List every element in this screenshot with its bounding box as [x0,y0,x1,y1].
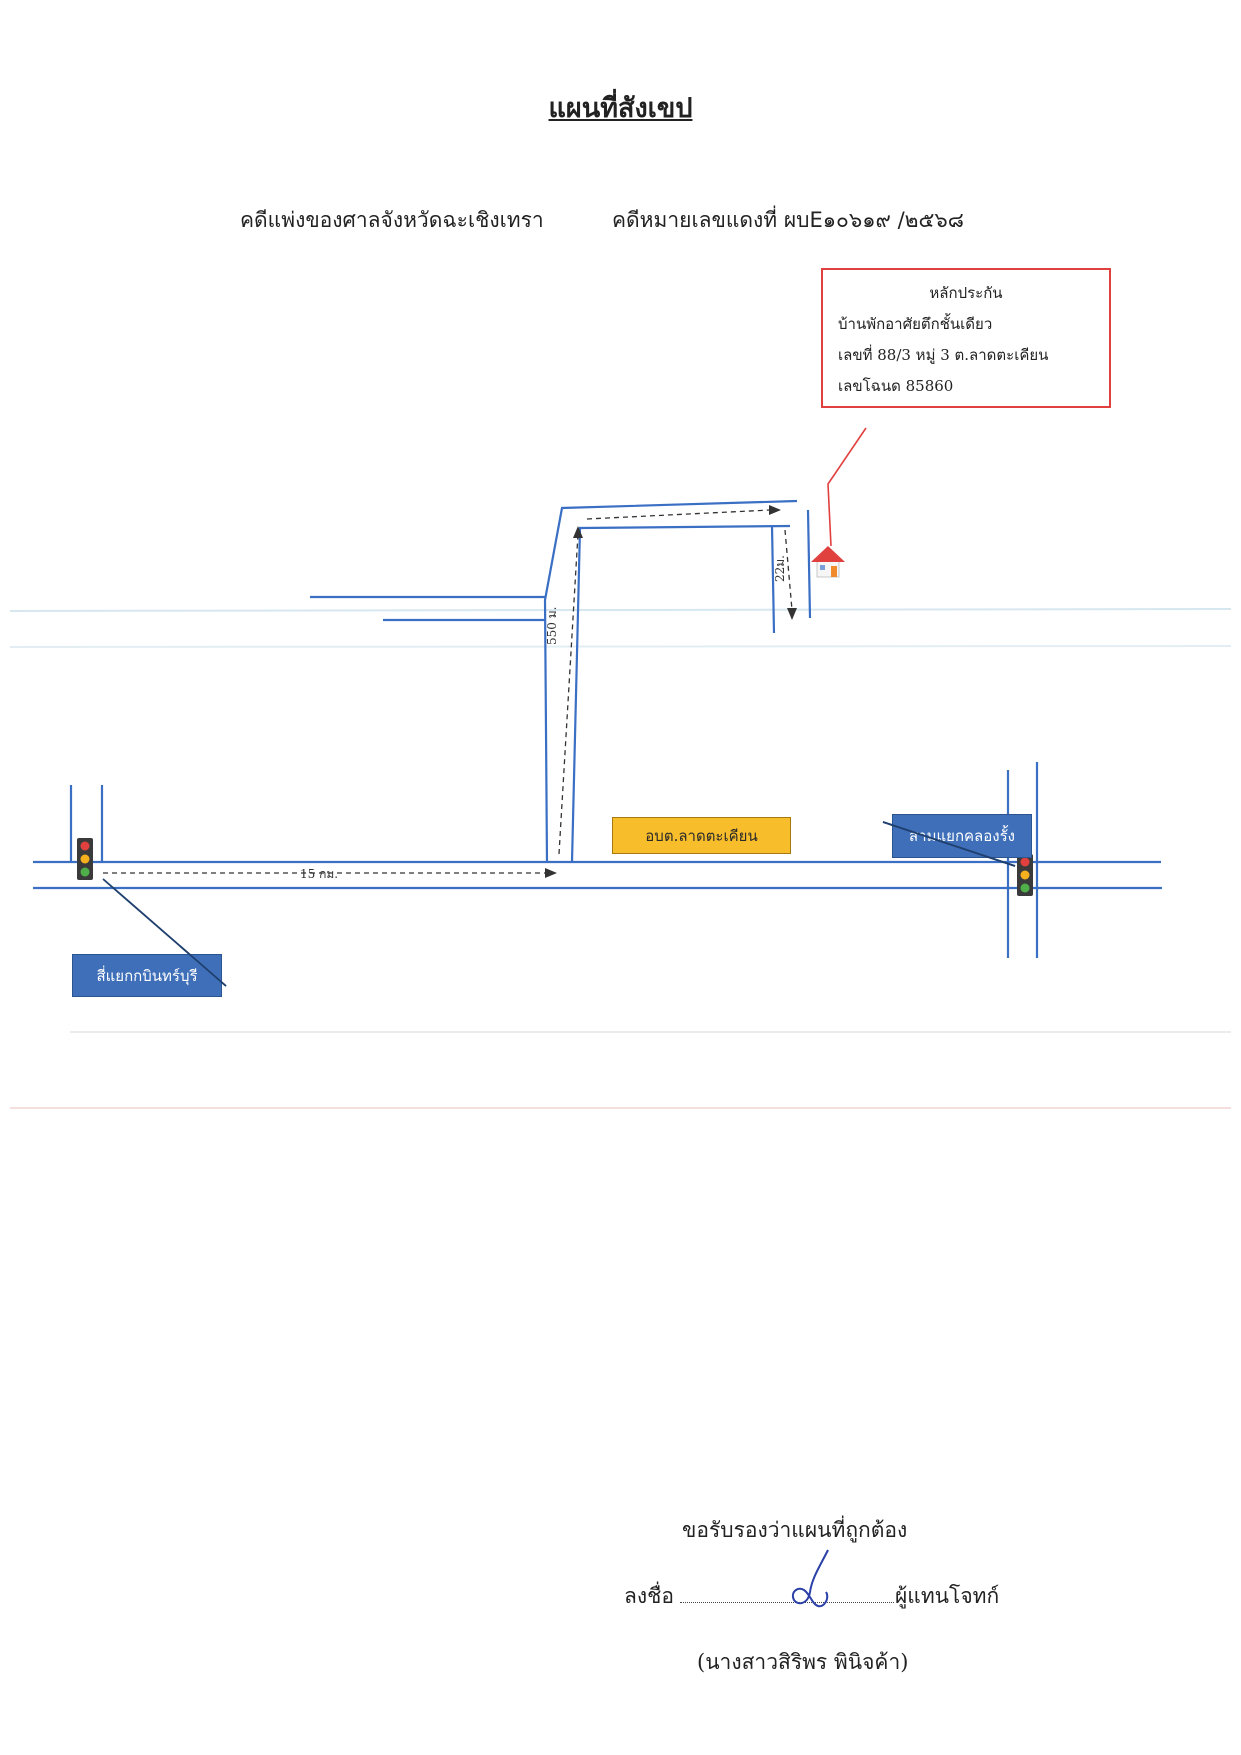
signature-mark [792,1549,829,1608]
traffic-light-icon [1017,854,1033,896]
right-intersection-label: สามแยกคลองรั้ง [892,814,1032,858]
route-dashes [103,509,793,874]
case-number-text: คดีหมายเลขแดงที่ ผบE๑๐๖๑๙ /๒๕๖๘ [612,208,964,232]
sign-suffix: ผู้แทนโจทก์ [895,1584,1000,1608]
landmark-label: อบต.ลาดตะเคียน [612,817,791,854]
arrowhead [573,526,583,538]
route-lane [784,529,793,611]
arrowhead [545,868,557,878]
scan-line [9,608,1232,612]
collateral-title: หลักประกัน [929,284,1003,302]
sign-prefix: ลงชื่อ [624,1584,674,1608]
side-road-right-edge [570,524,791,863]
arrowhead [787,608,797,620]
house-icon [811,546,845,578]
lane-to-house [806,509,812,619]
certification-statement: ขอรับรองว่าแผนที่ถูกต้อง [682,1518,908,1542]
distance-side-label: 550 ม. [545,607,559,645]
route-top [586,509,771,520]
pointer-line [882,821,1016,867]
route-arrowheads [545,505,797,878]
side-road-left-edge [543,499,798,863]
scan-line [9,645,1232,648]
traffic-light-icon [77,838,93,880]
signature-line [680,1602,894,1603]
callout-line [827,427,867,547]
signer-name: (นางสาวสิริพร พินิจค้า) [697,1650,909,1674]
collateral-line: เลขโฉนด 85860 [838,377,954,395]
page-title: แผนที่สังเขป [548,93,693,124]
arrowhead [769,505,781,515]
collateral-box: หลักประกัน บ้านพักอาศัยตึกชั้นเดียว เลขท… [821,268,1111,408]
distance-lane-label: 22ม. [773,555,787,582]
collateral-line: บ้านพักอาศัยตึกชั้นเดียว [838,315,993,333]
collateral-line: เลขที่ 88/3 หมู่ 3 ต.ลาดตะเคียน [838,346,1049,364]
court-case-text: คดีแพ่งของศาลจังหวัดฉะเชิงเทรา [240,208,544,232]
lane-to-house [770,525,776,634]
distance-main-label: 15 กม. [300,867,338,881]
pointer-line [179,945,227,987]
